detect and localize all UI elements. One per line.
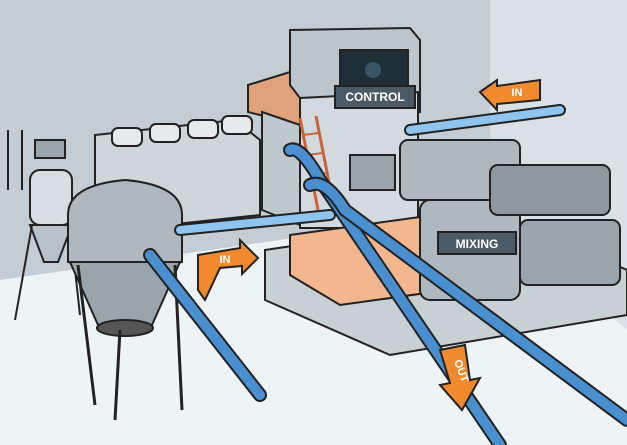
in-arrow-top-label: IN [512,87,523,99]
conical-vessel [67,178,184,421]
mixing-label: MIXING [456,237,499,251]
pipes [143,104,627,445]
in-arrow-top: IN [478,78,541,113]
control-room-label: CONTROL [345,90,404,104]
in-arrow-left: IN [197,237,260,302]
left-silo [7,130,81,321]
in-arrow-left-label: IN [220,254,231,266]
out-arrow: OUT [438,343,482,412]
